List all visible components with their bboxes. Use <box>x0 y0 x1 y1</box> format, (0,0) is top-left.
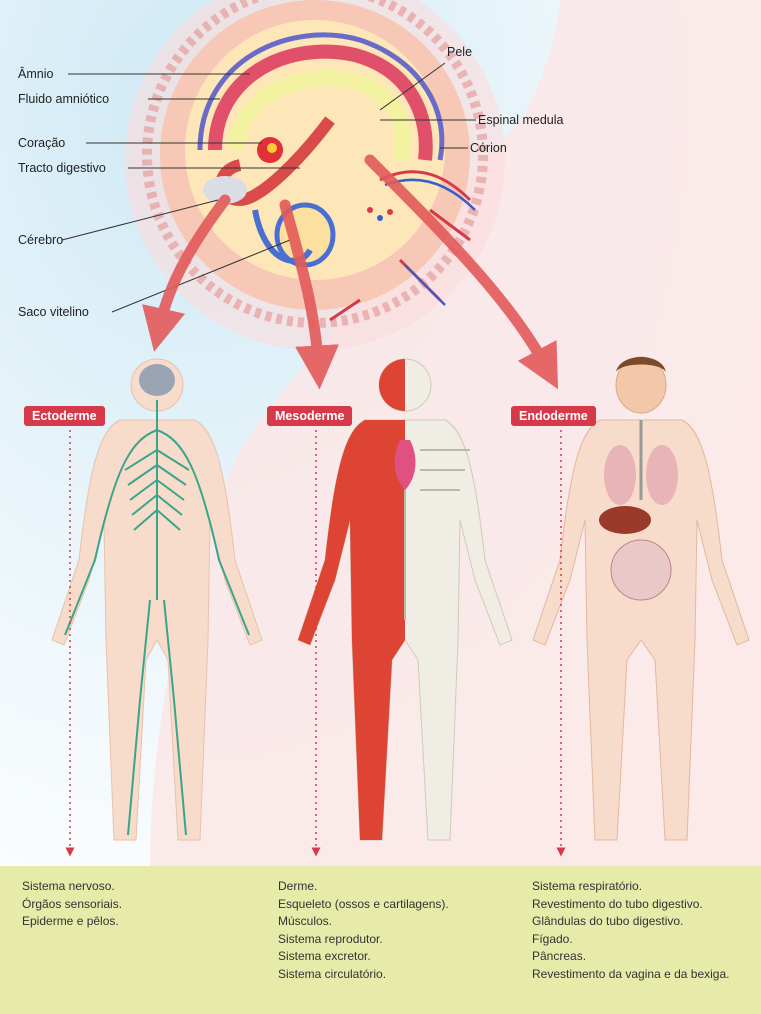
mesoderm-derivatives: Derme. Esqueleto (ossos e cartilagens). … <box>278 878 449 983</box>
label-pele: Pele <box>447 45 472 59</box>
list-item: Pâncreas. <box>532 948 729 966</box>
liver <box>599 506 651 534</box>
list-item: Músculos. <box>278 913 449 931</box>
label-corion: Córion <box>470 141 507 155</box>
list-item: Sistema respiratório. <box>532 878 729 896</box>
intestines <box>611 540 671 600</box>
lung-right <box>646 445 678 505</box>
list-item: Órgãos sensoriais. <box>22 896 122 914</box>
label-amnio: Âmnio <box>18 67 53 81</box>
list-item: Epiderme e pêlos. <box>22 913 122 931</box>
list-item: Derme. <box>278 878 449 896</box>
list-item: Glândulas do tubo digestivo. <box>532 913 729 931</box>
heart-highlight <box>267 143 277 153</box>
endoderm-derivatives: Sistema respiratório. Revestimento do tu… <box>532 878 729 983</box>
list-item: Revestimento do tubo digestivo. <box>532 896 729 914</box>
label-espinal-medula: Espinal medula <box>478 113 563 127</box>
list-item: Sistema circulatório. <box>278 966 449 984</box>
ectoderm-derivatives: Sistema nervoso. Órgãos sensoriais. Epid… <box>22 878 122 931</box>
tag-endoderme: Endoderme <box>511 406 596 426</box>
list-item: Fígado. <box>532 931 729 949</box>
brain-icon <box>139 364 175 396</box>
label-saco-vitelino: Saco vitelino <box>18 305 89 319</box>
tag-mesoderme: Mesoderme <box>267 406 352 426</box>
label-fluido-amniotico: Fluido amniótico <box>18 92 109 106</box>
lung-left <box>604 445 636 505</box>
label-cerebro: Cérebro <box>18 233 63 247</box>
list-item: Revestimento da vagina e da bexiga. <box>532 966 729 984</box>
list-item: Sistema reprodutor. <box>278 931 449 949</box>
label-coracao: Coração <box>18 136 65 150</box>
list-item: Sistema nervoso. <box>22 878 122 896</box>
label-tracto-digestivo: Tracto digestivo <box>18 161 106 175</box>
list-item: Sistema excretor. <box>278 948 449 966</box>
tag-ectoderme: Ectoderme <box>24 406 105 426</box>
list-item: Esqueleto (ossos e cartilagens). <box>278 896 449 914</box>
